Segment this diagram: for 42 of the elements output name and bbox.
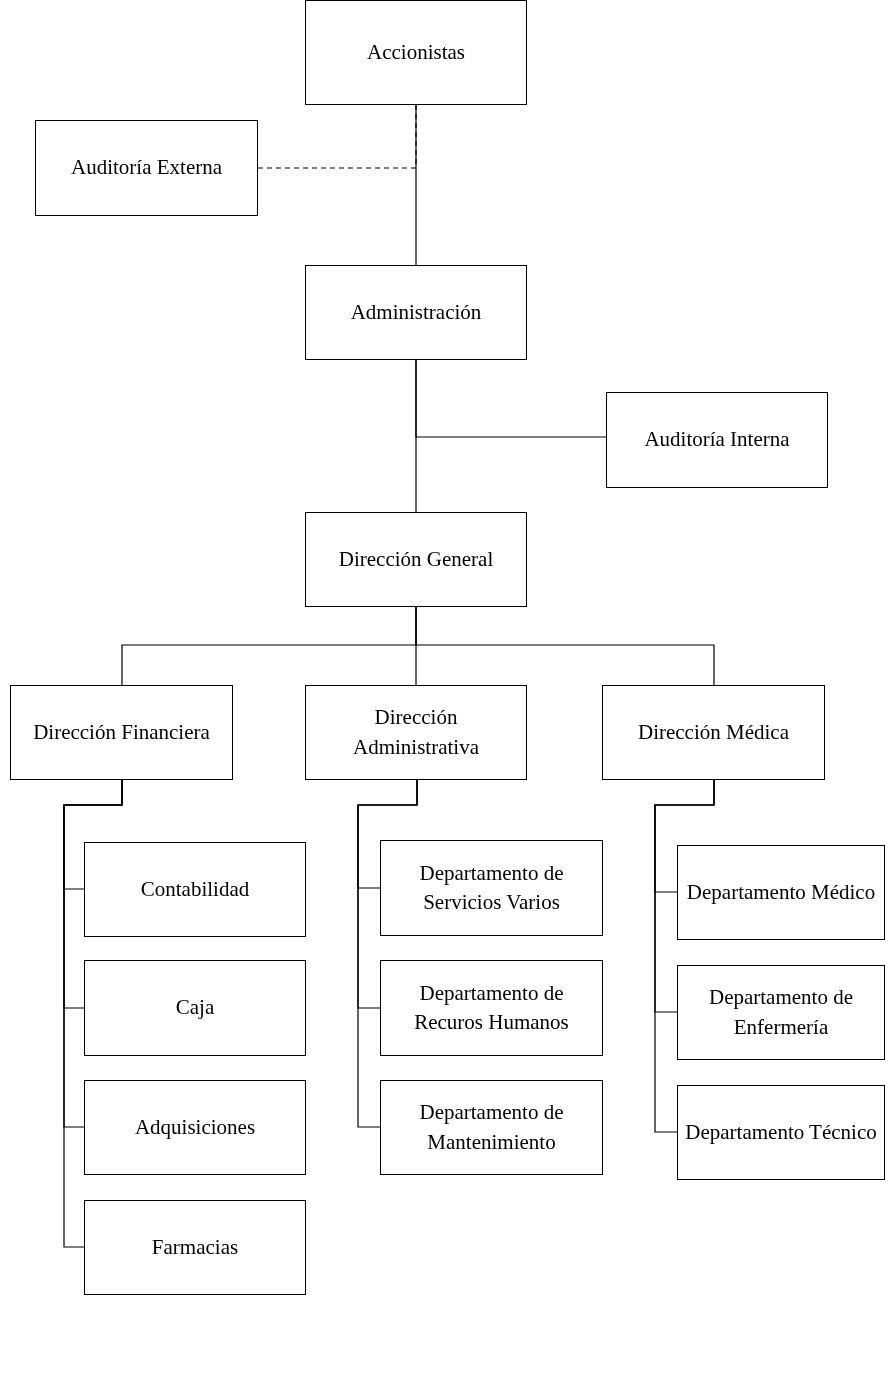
org-box bbox=[677, 845, 885, 940]
box-label: Departamento de Servicios Varios bbox=[418, 859, 565, 916]
org-box bbox=[380, 960, 603, 1056]
org-box bbox=[35, 120, 258, 216]
box-label: Dirección Financiera bbox=[33, 718, 210, 746]
org-box bbox=[380, 840, 603, 936]
connector-line bbox=[654, 779, 715, 1133]
connector-line bbox=[415, 606, 715, 686]
box-label: Dirección General bbox=[338, 545, 494, 573]
box-label: Administración bbox=[350, 298, 482, 326]
box-label: Accionistas bbox=[367, 38, 465, 66]
box-label: Adquisiciones bbox=[134, 1113, 256, 1141]
org-box bbox=[606, 392, 828, 488]
box-label: Caja bbox=[175, 994, 215, 1022]
org-box bbox=[84, 1080, 306, 1175]
org-box bbox=[305, 265, 527, 360]
box-label: Dirección Médica bbox=[638, 718, 789, 746]
connector-line bbox=[257, 104, 417, 169]
box-label: Auditoría Interna bbox=[644, 426, 790, 454]
org-box bbox=[305, 512, 527, 607]
org-box bbox=[10, 685, 233, 780]
box-label: Departamento de Enfermería bbox=[708, 984, 854, 1041]
org-box bbox=[380, 1080, 603, 1175]
box-label: Departamento de Mantenimiento bbox=[418, 1099, 565, 1156]
box-label: Auditoría Externa bbox=[71, 154, 222, 182]
org-box bbox=[305, 685, 527, 780]
box-label: Departamento Médico bbox=[686, 878, 876, 906]
connector-line bbox=[63, 779, 123, 1248]
org-box bbox=[305, 0, 527, 105]
box-label: Contabilidad bbox=[140, 875, 250, 903]
box-label: Farmacias bbox=[151, 1233, 239, 1261]
org-box bbox=[602, 685, 825, 780]
org-box bbox=[84, 960, 306, 1056]
box-label: Departamento de Recuros Humanos bbox=[413, 979, 570, 1036]
connector-line bbox=[415, 359, 417, 513]
box-label: Dirección Administrativa bbox=[352, 704, 480, 761]
org-box bbox=[677, 1085, 885, 1180]
connector-line bbox=[357, 779, 418, 1128]
box-label: Departamento Técnico bbox=[685, 1118, 877, 1146]
org-box bbox=[84, 842, 306, 937]
org-box bbox=[677, 965, 885, 1060]
org-box bbox=[84, 1200, 306, 1295]
